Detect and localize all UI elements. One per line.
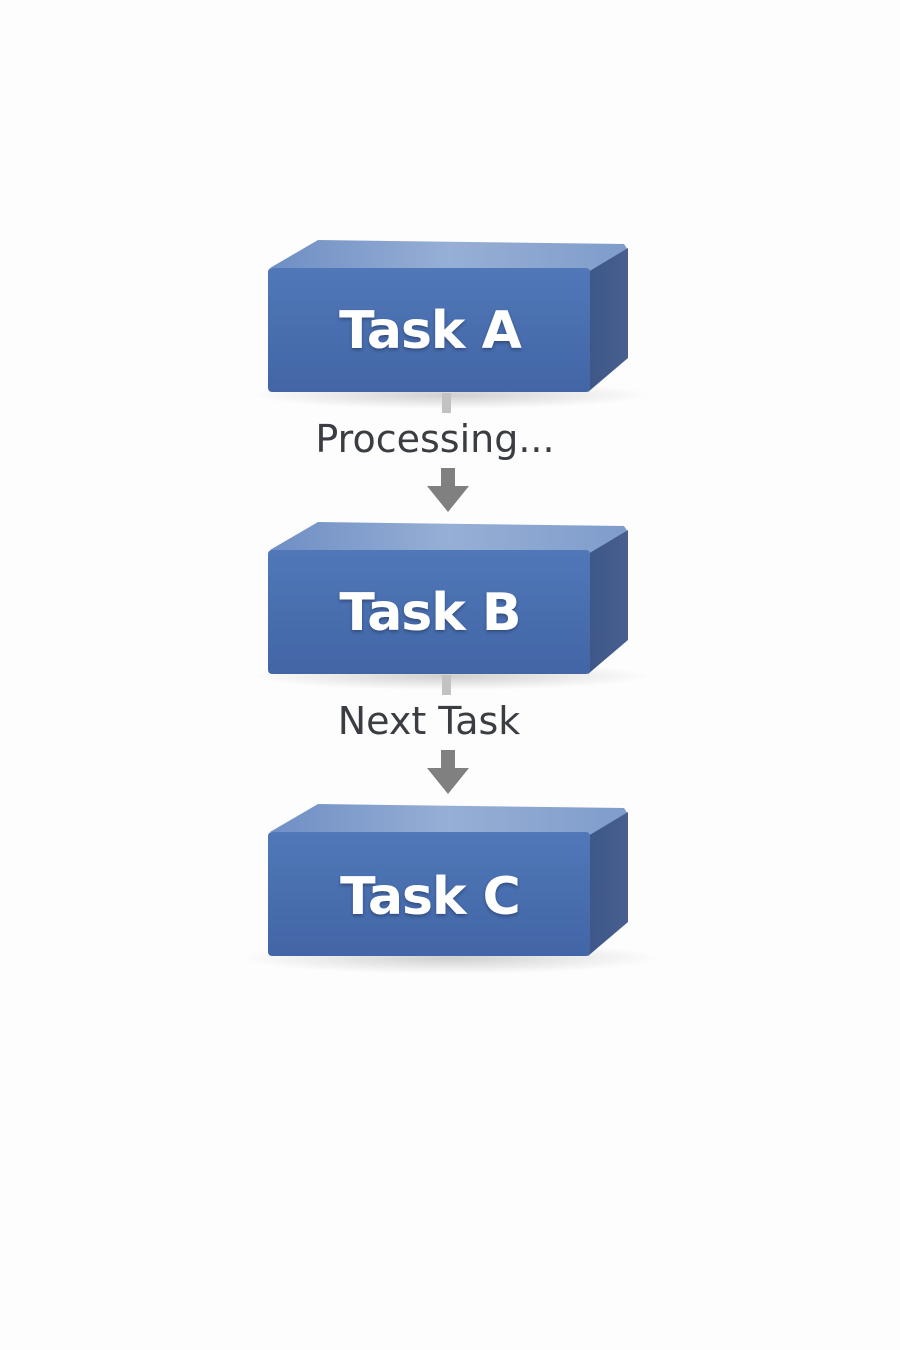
task-b-side-face <box>588 530 628 674</box>
task-c-top-face <box>270 804 628 836</box>
task-c-block: Task C <box>240 804 660 974</box>
down-arrow-icon <box>427 468 469 512</box>
task-a-label: Task A <box>339 301 521 361</box>
task-b-front-face <box>268 550 590 674</box>
task-a-top-face <box>270 240 628 272</box>
task-c-side-face <box>588 812 628 956</box>
task-b-top-face <box>270 522 628 554</box>
connector-a-b-label: Processing... <box>315 417 554 461</box>
task-b-block: Task B <box>250 522 650 690</box>
connector-a-b: Processing... <box>315 393 555 512</box>
task-b-label: Task B <box>339 583 520 643</box>
connector-b-c: Next Task <box>338 675 521 794</box>
task-a-front-face <box>268 268 590 392</box>
task-c-front-face <box>268 832 590 956</box>
down-arrow-icon <box>427 750 469 794</box>
connector-b-c-stem <box>442 675 451 695</box>
task-a-side-face <box>588 248 628 392</box>
connector-b-c-label: Next Task <box>338 699 521 743</box>
task-a-block: Task A <box>250 240 650 409</box>
task-c-label: Task C <box>340 867 520 927</box>
connector-a-b-stem <box>442 393 451 413</box>
